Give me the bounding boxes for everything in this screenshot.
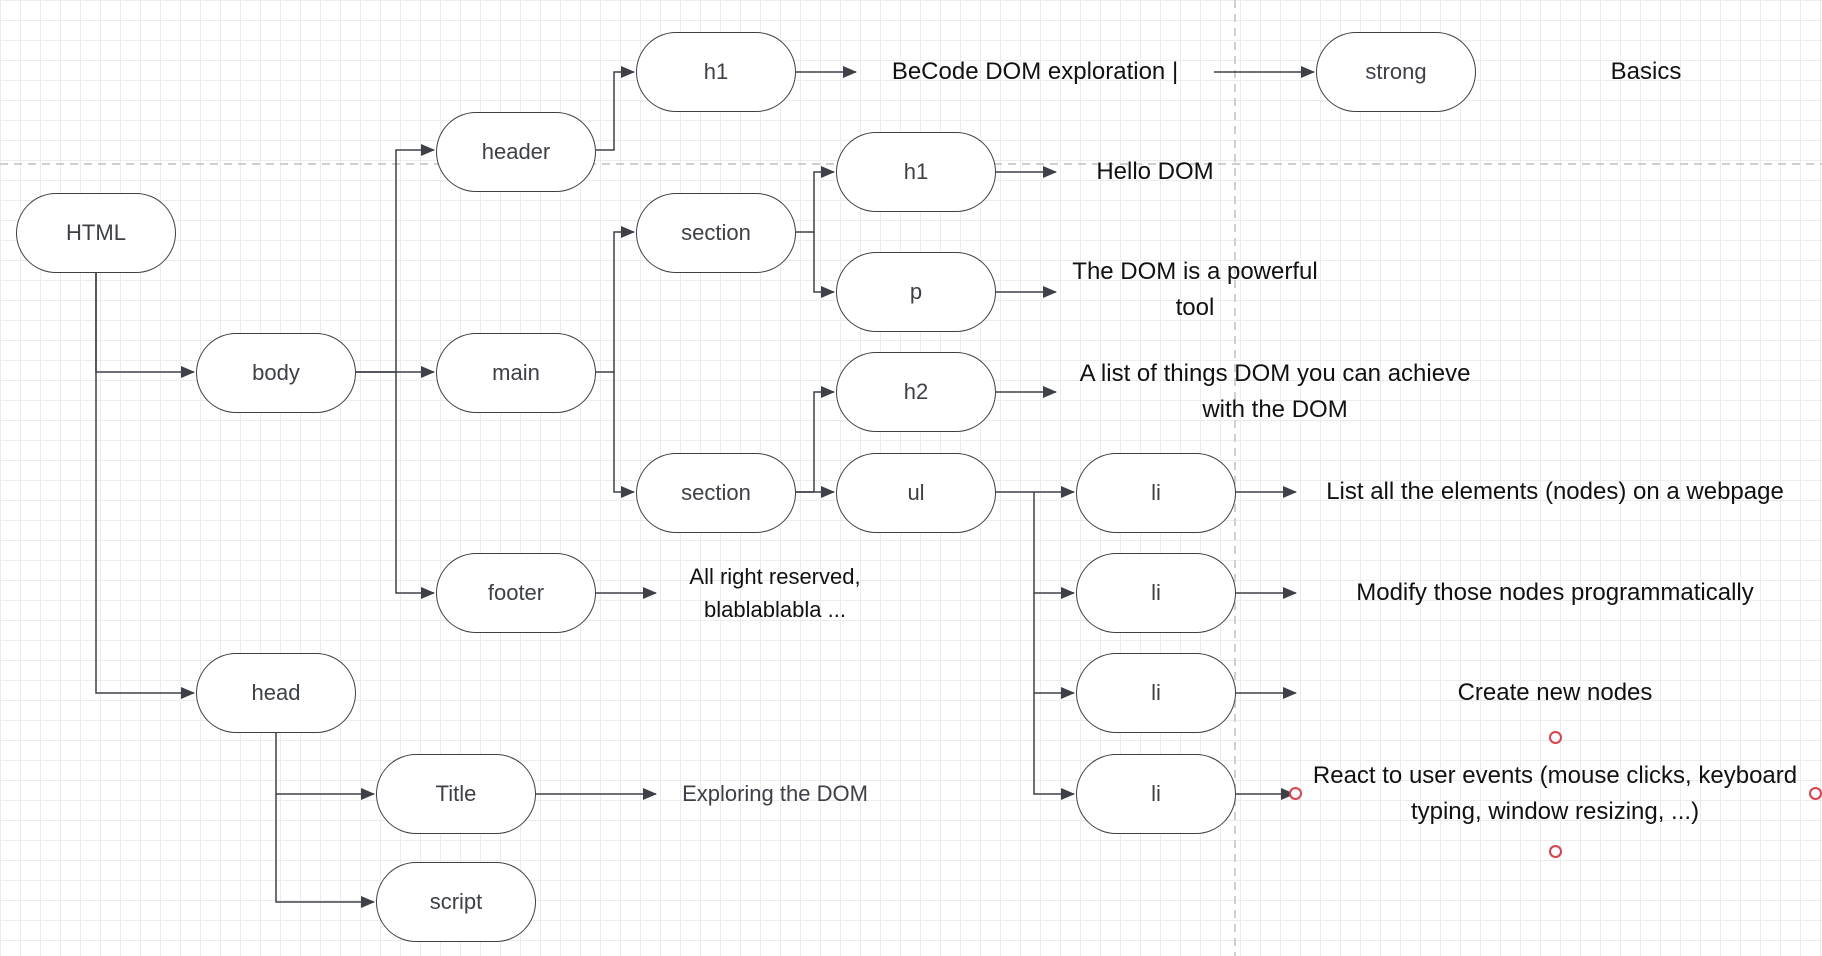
selection-handle-bottom[interactable] <box>1549 845 1562 858</box>
connector-section1-p[interactable] <box>813 232 835 298</box>
text-list-of-things[interactable]: A list of things DOM you can achieve wit… <box>1079 360 1471 423</box>
node-html[interactable]: HTML <box>16 193 176 273</box>
text-modify-nodes[interactable]: Modify those nodes programmatically <box>1356 579 1754 606</box>
node-strong[interactable]: strong <box>1316 32 1476 112</box>
node-section-h1[interactable]: h1 <box>836 132 996 212</box>
node-ul[interactable]: ul <box>836 453 996 533</box>
connector-main-section1[interactable] <box>596 226 635 373</box>
node-section-h2[interactable]: h2 <box>836 352 996 432</box>
connector-html-body[interactable] <box>95 273 195 378</box>
node-li-1[interactable]: li <box>1076 453 1236 533</box>
node-section-2[interactable]: section <box>636 453 796 533</box>
node-section-p[interactable]: p <box>836 252 996 332</box>
node-footer[interactable]: footer <box>436 553 596 633</box>
connector-head-title[interactable] <box>275 733 375 800</box>
text-exploring-the-dom[interactable]: Exploring the DOM <box>682 781 868 806</box>
connector-head-script[interactable] <box>275 794 375 908</box>
text-basics[interactable]: Basics <box>1610 58 1682 85</box>
node-li-4[interactable]: li <box>1076 754 1236 834</box>
connector-main-section2[interactable] <box>613 372 635 498</box>
node-section-1[interactable]: section <box>636 193 796 273</box>
connector-ul-li2[interactable] <box>1033 492 1075 599</box>
connector-ul-li3[interactable] <box>1033 593 1075 699</box>
selection-handle-left[interactable] <box>1289 787 1302 800</box>
node-li-3[interactable]: li <box>1076 653 1236 733</box>
node-header-h1[interactable]: h1 <box>636 32 796 112</box>
selection-handle-right[interactable] <box>1809 787 1822 800</box>
text-create-new-nodes[interactable]: Create new nodes <box>1457 679 1653 706</box>
connector-body-header[interactable] <box>356 144 435 373</box>
node-body[interactable]: body <box>196 333 356 413</box>
connector-html-head[interactable] <box>95 273 195 699</box>
connector-section1-h1[interactable] <box>796 166 835 233</box>
node-main[interactable]: main <box>436 333 596 413</box>
text-list-all-elements[interactable]: List all the elements (nodes) on a webpa… <box>1326 478 1784 505</box>
text-footer-content[interactable]: All right reserved, blablablabla ... <box>689 564 861 622</box>
node-head[interactable]: head <box>196 653 356 733</box>
selection-handle-top[interactable] <box>1549 731 1562 744</box>
node-header[interactable]: header <box>436 112 596 192</box>
node-li-2[interactable]: li <box>1076 553 1236 633</box>
connector-header-h1[interactable] <box>596 66 635 151</box>
text-hello-dom[interactable]: Hello DOM <box>1096 158 1214 185</box>
connector-body-footer[interactable] <box>395 372 435 599</box>
text-dom-is-powerful[interactable]: The DOM is a powerful tool <box>1072 258 1318 321</box>
text-react-to-user-events[interactable]: React to user events (mouse clicks, keyb… <box>1312 762 1798 825</box>
node-script[interactable]: script <box>376 862 536 942</box>
connector-section2-h2[interactable] <box>796 386 835 493</box>
text-becode-dom-exploration[interactable]: BeCode DOM exploration | <box>891 58 1179 85</box>
node-title[interactable]: Title <box>376 754 536 834</box>
connector-ul-li4[interactable] <box>1033 693 1075 800</box>
